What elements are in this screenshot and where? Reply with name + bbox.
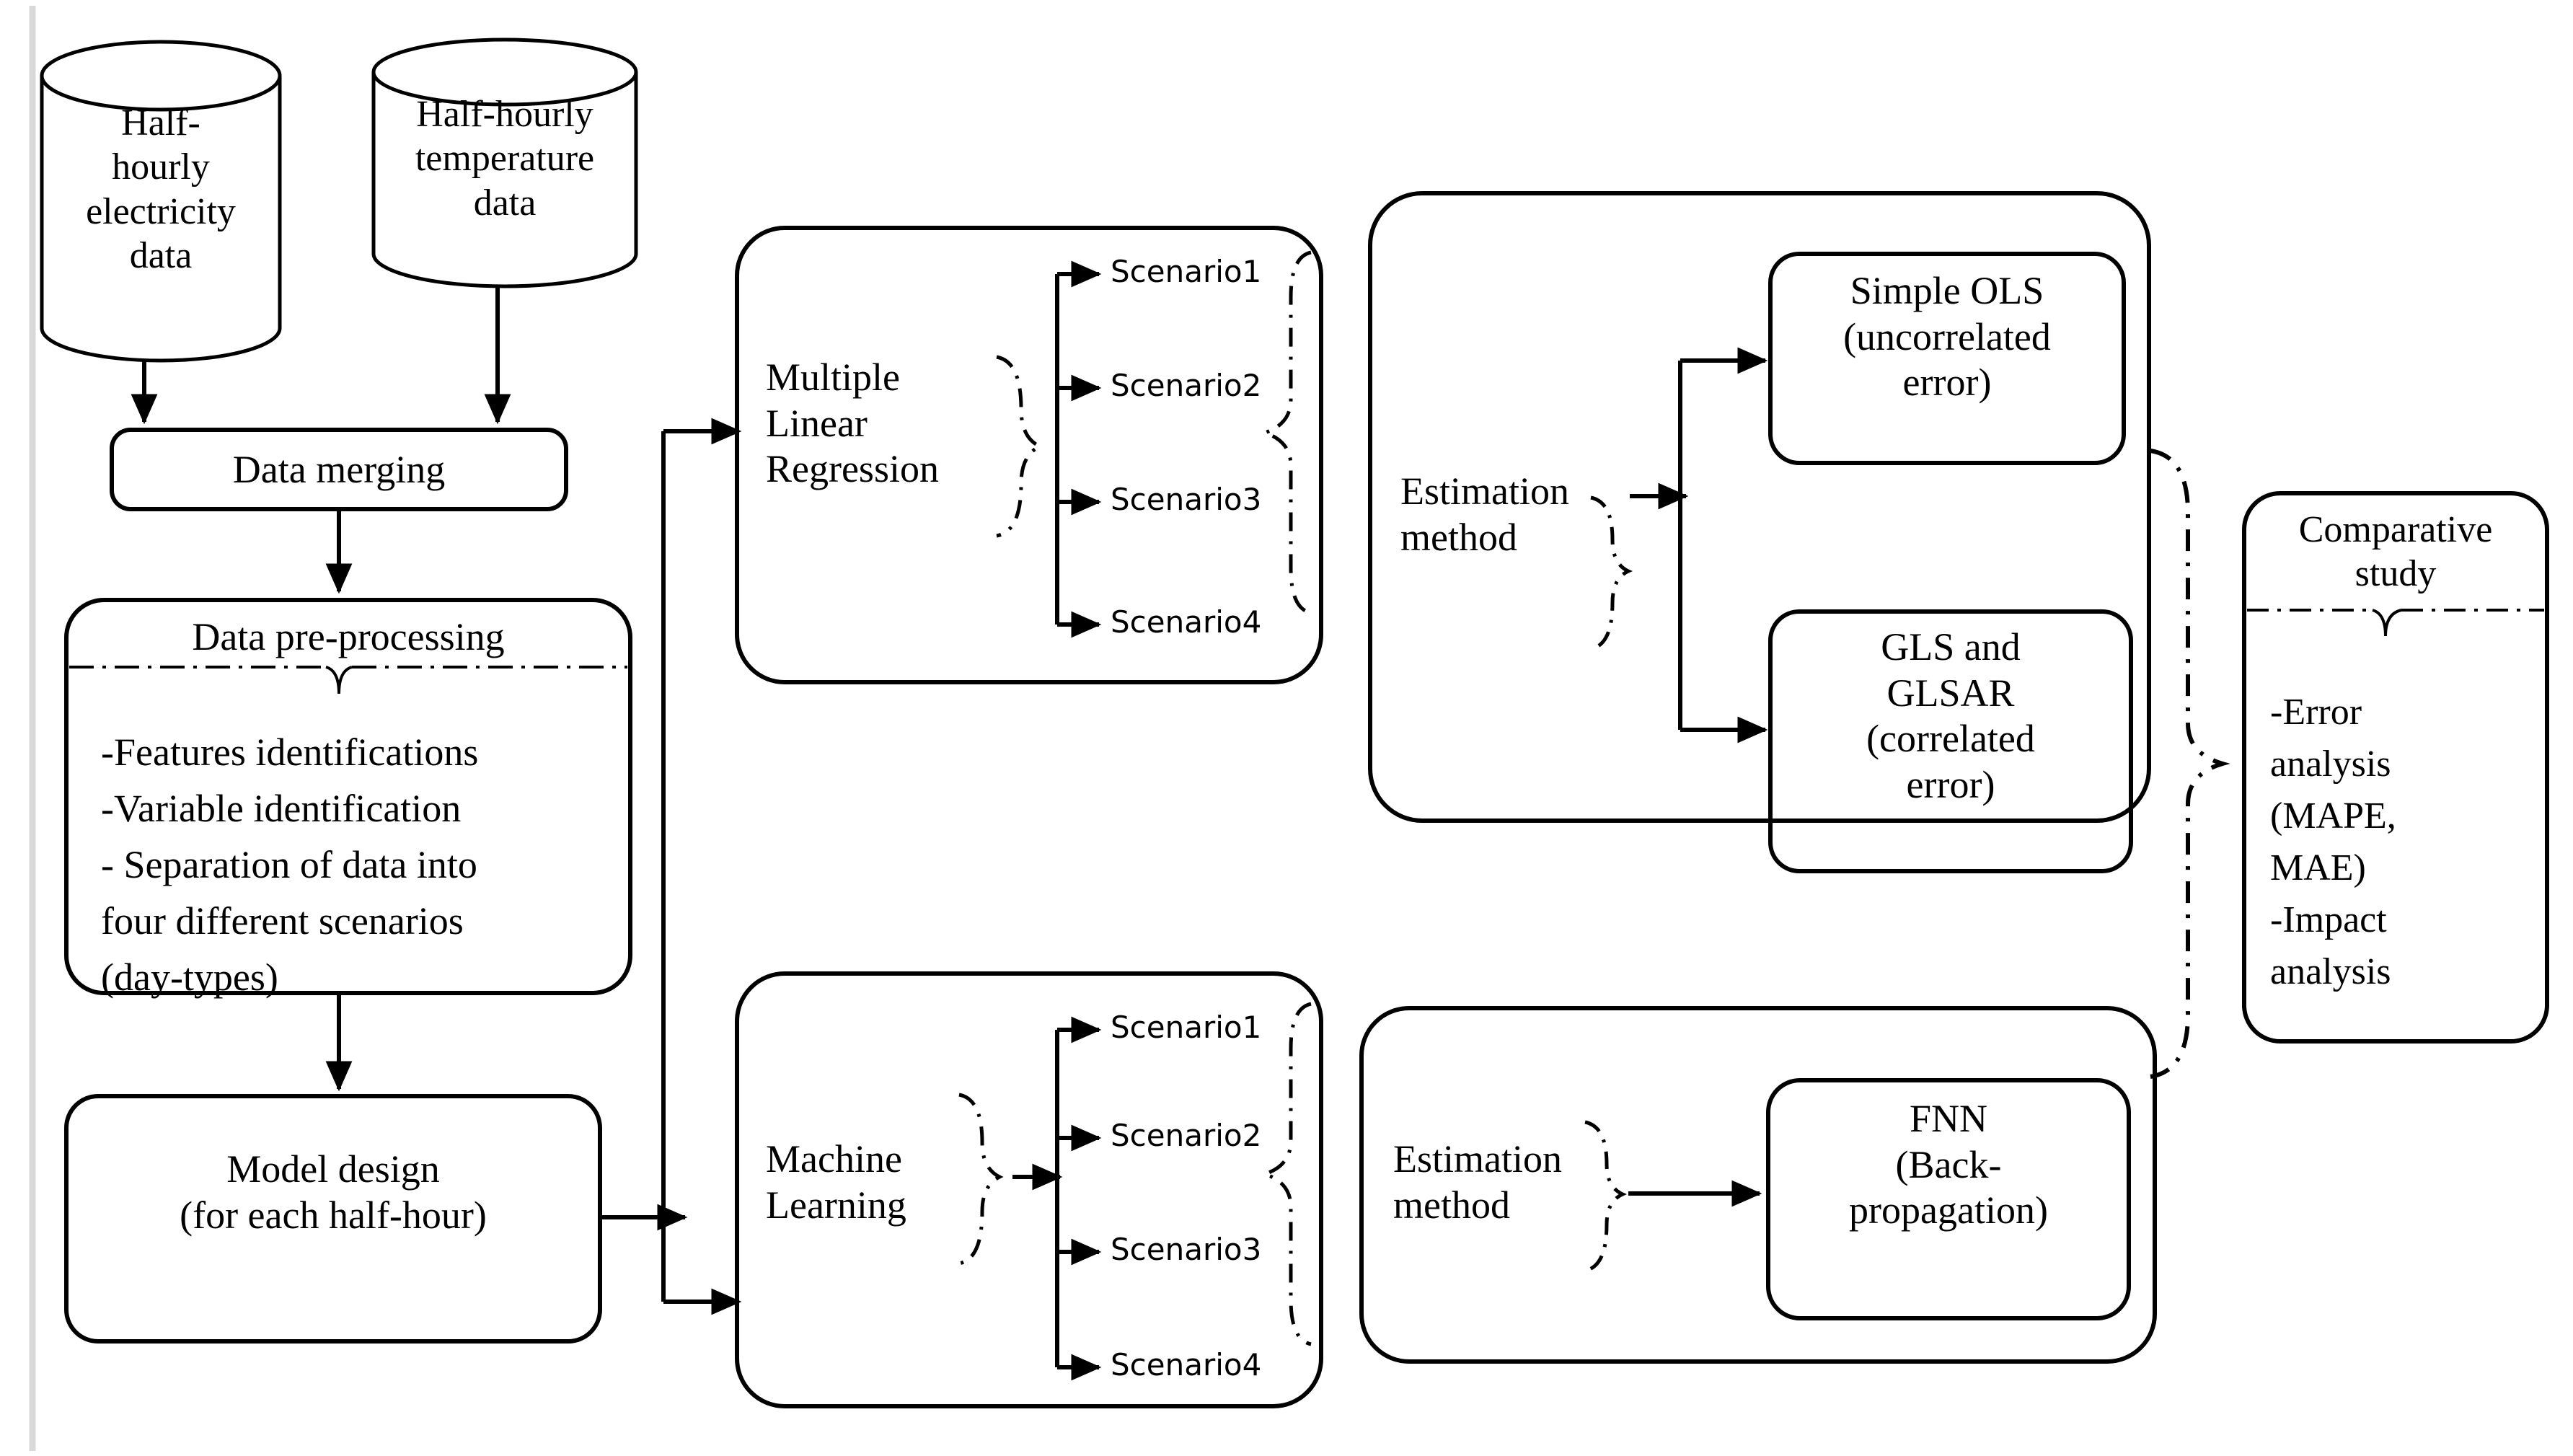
mlr-estimation-container <box>1368 191 2151 823</box>
mlr-scenario-1: Scenario1 <box>1111 254 1262 289</box>
mlr-scenario-2: Scenario2 <box>1111 368 1262 403</box>
comparative-item-3: MAE) <box>2270 847 2366 888</box>
electricity-db-label: Half- hourly electricity data <box>86 102 236 277</box>
fnn-label: FNN (Back- propagation) <box>1849 1097 2048 1232</box>
ml-estimation-container <box>1359 1006 2157 1364</box>
comparative-study-box <box>2242 491 2549 1044</box>
preprocess-divider-notch <box>325 666 353 694</box>
ml-scenario-3: Scenario3 <box>1111 1232 1262 1267</box>
comparative-item-0: -Error <box>2270 692 2362 733</box>
comparative-item-2: (MAPE, <box>2270 795 2396 837</box>
temperature-db-shape <box>371 37 638 288</box>
ml-estimation-brace <box>1584 1120 1628 1273</box>
simple-ols-label: Simple OLS (uncorrelated error) <box>1843 269 2051 405</box>
data-preprocessing-box <box>64 598 632 995</box>
ml-scenario-1: Scenario1 <box>1111 1010 1262 1045</box>
ml-estimation-label: Estimation method <box>1393 1137 1562 1227</box>
mlr-container <box>735 226 1323 684</box>
results-join-brace <box>2150 449 2230 1079</box>
mlr-scenario-4: Scenario4 <box>1111 604 1262 640</box>
gls-glsar-label: GLS and GLSAR (correlated error) <box>1866 625 2035 807</box>
comparative-item-5: analysis <box>2270 951 2391 992</box>
fnn-box <box>1766 1078 2131 1320</box>
preprocessing-item-4: (day-types) <box>101 956 278 999</box>
preprocessing-item-0: -Features identifications <box>101 731 479 774</box>
mlr-brace <box>996 355 1044 538</box>
mlr-estimation-label: Estimation method <box>1400 469 1569 559</box>
preprocessing-item-3: four different scenarios <box>101 899 464 943</box>
ml-container <box>735 971 1323 1408</box>
temperature-db-label: Half-hourly temperature data <box>415 94 595 224</box>
ml-scenarios-brace <box>1259 1002 1312 1346</box>
ml-brace <box>958 1093 1004 1266</box>
comparative-item-1: analysis <box>2270 744 2391 785</box>
data-preprocessing-title: Data pre-processing <box>192 615 505 658</box>
comparative-study-title: Comparative study <box>2298 509 2493 595</box>
mlr-estimation-brace <box>1590 495 1633 651</box>
mlr-method-label: Multiple Linear Regression <box>766 356 939 491</box>
mlr-scenarios-brace <box>1259 250 1312 615</box>
data-merging-box <box>110 428 568 511</box>
mlr-scenario-3: Scenario3 <box>1111 482 1262 517</box>
electricity-db-shape <box>40 40 282 363</box>
preprocessing-item-1: -Variable identification <box>101 787 462 830</box>
comparative-divider-notch <box>2372 609 2402 637</box>
comparative-item-4: -Impact <box>2270 899 2387 940</box>
gls-glsar-box <box>1768 609 2133 873</box>
ml-scenario-4: Scenario4 <box>1111 1347 1262 1382</box>
ml-scenario-2: Scenario2 <box>1111 1118 1262 1153</box>
ml-method-label: Machine Learning <box>766 1137 906 1227</box>
model-design-label: Model design (for each half-hour) <box>180 1147 487 1237</box>
preprocessing-item-2: - Separation of data into <box>101 843 477 886</box>
simple-ols-box <box>1768 252 2126 465</box>
data-merging-label: Data merging <box>232 448 446 491</box>
